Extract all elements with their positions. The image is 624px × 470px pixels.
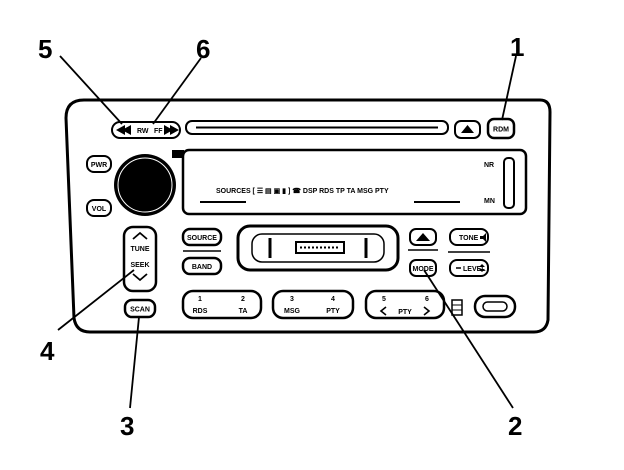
- level-up-down-icon: [479, 264, 485, 272]
- eject-icon: [461, 125, 474, 133]
- preset-5-6-pty-button[interactable]: 5 6 PTY: [364, 289, 446, 320]
- preset-4-label: PTY: [326, 308, 340, 315]
- fast-forward-icon: [164, 125, 179, 135]
- scan-label: SCAN: [130, 307, 150, 314]
- preset-2-number: 2: [241, 296, 245, 303]
- rdm-label: RDM: [493, 127, 509, 134]
- display-nr-label: NR: [484, 162, 494, 169]
- rewind-icon: [116, 125, 131, 135]
- preset-1-2-button[interactable]: 1 RDS 2 TA: [181, 289, 263, 320]
- callout-1: 1: [510, 32, 524, 62]
- ff-label: FF: [154, 128, 163, 135]
- preset-1-label: RDS: [193, 308, 208, 315]
- callout-4: 4: [40, 336, 55, 366]
- callout-6: 6: [196, 34, 210, 64]
- pwr-label: PWR: [91, 162, 107, 169]
- seek-down-icon: [132, 273, 148, 282]
- seek-label: SEEK: [130, 262, 149, 269]
- seek-up-icon: [132, 231, 148, 240]
- tune-label: TUNE: [130, 246, 149, 253]
- source-label: SOURCE: [187, 235, 217, 242]
- preset-1-number: 1: [198, 296, 202, 303]
- source-button[interactable]: SOURCE: [181, 227, 223, 247]
- tune-seek-rocker[interactable]: TUNE SEEK: [122, 225, 158, 293]
- preset-3-number: 3: [290, 296, 294, 303]
- small-indicator-tabs: [451, 299, 463, 316]
- callout-2: 2: [508, 411, 522, 441]
- callout-5: 5: [38, 34, 52, 64]
- cd-eject-button[interactable]: [454, 120, 481, 139]
- pty-left-icon: [379, 306, 387, 316]
- display-status-line: SOURCES [ ☰ ▤ ▣ ▮ ] ☎ DSP RDS TP TA MSG …: [216, 187, 389, 195]
- vol-button[interactable]: VOL: [86, 199, 112, 217]
- callout-3: 3: [120, 411, 134, 441]
- preset-5-number: 5: [382, 296, 386, 303]
- preset-2-label: TA: [239, 308, 248, 315]
- preset-4-number: 4: [331, 296, 335, 303]
- pwr-button[interactable]: PWR: [86, 155, 112, 173]
- level-button[interactable]: LEVEL: [449, 259, 489, 277]
- tone-label: TONE: [459, 235, 479, 242]
- pty-right-icon: [423, 306, 431, 316]
- level-label: LEVEL: [463, 266, 486, 273]
- display-mn-label: MN: [484, 198, 495, 205]
- rdm-button[interactable]: RDM: [486, 117, 516, 140]
- leader-lines: [57, 55, 517, 409]
- cassette-door[interactable]: [236, 224, 400, 272]
- tone-button[interactable]: TONE: [449, 228, 489, 246]
- band-label: BAND: [192, 264, 212, 271]
- tape-eject-icon: [416, 233, 430, 241]
- preset-6-number: 6: [425, 296, 429, 303]
- card-slot-button[interactable]: [473, 294, 517, 319]
- display-level-bar: [503, 157, 515, 209]
- rw-ff-rocker[interactable]: RW FF: [111, 121, 181, 139]
- pty-label: PTY: [398, 309, 412, 316]
- display-window: SOURCES [ ☰ ▤ ▣ ▮ ] ☎ DSP RDS TP TA MSG …: [172, 148, 528, 216]
- mode-label: MODE: [413, 266, 434, 273]
- speaker-icon: [480, 233, 486, 242]
- volume-knob[interactable]: [114, 154, 176, 216]
- preset-3-label: MSG: [284, 308, 301, 315]
- preset-3-4-button[interactable]: 3 MSG 4 PTY: [271, 289, 355, 320]
- rw-label: RW: [137, 128, 149, 135]
- mode-button[interactable]: MODE: [409, 259, 437, 277]
- tape-eject-button[interactable]: [409, 228, 437, 246]
- vol-label: VOL: [92, 206, 107, 213]
- cd-slot[interactable]: [185, 120, 449, 135]
- scan-button[interactable]: SCAN: [123, 298, 157, 319]
- band-button[interactable]: BAND: [181, 256, 223, 276]
